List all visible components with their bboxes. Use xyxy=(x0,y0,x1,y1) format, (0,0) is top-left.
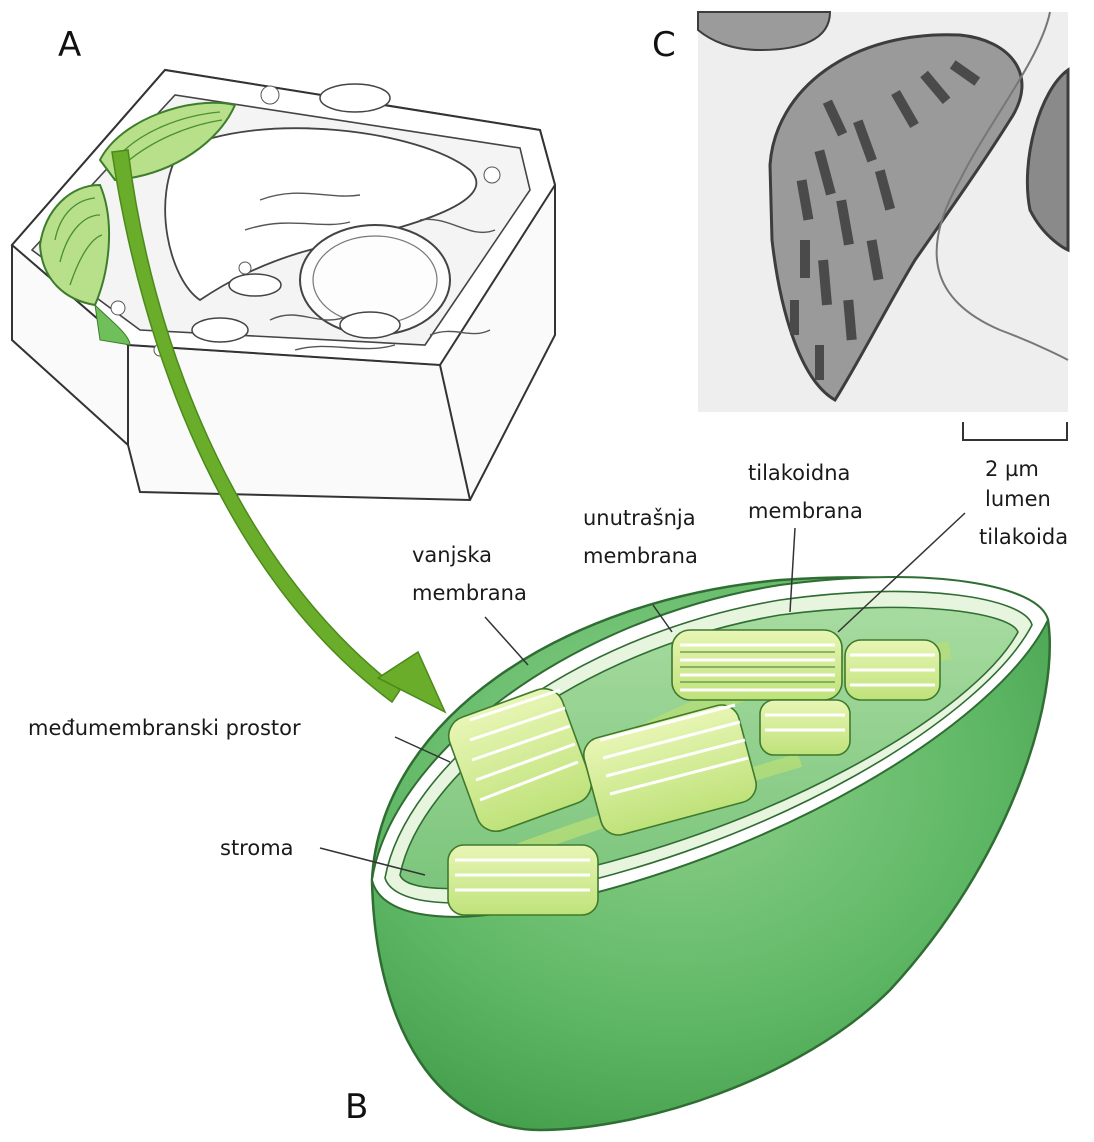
scale-bar-label: 2 µm xyxy=(985,457,1039,481)
label-inner-membrane-2: membrana xyxy=(583,544,698,568)
label-outer-membrane-1: vanjska xyxy=(412,543,492,567)
panel-label-c: C xyxy=(652,25,676,65)
electron-micrograph xyxy=(698,12,1068,412)
plant-cell-illustration xyxy=(12,70,555,500)
panel-label-a: A xyxy=(58,25,81,65)
panel-label-b: B xyxy=(345,1087,368,1127)
label-inner-membrane-1: unutrašnja xyxy=(583,506,696,530)
label-outer-membrane-2: membrana xyxy=(412,581,527,605)
label-thylakoid-lumen-2: tilakoida xyxy=(979,525,1068,549)
granum-stack xyxy=(760,700,850,755)
granum-stack xyxy=(672,630,842,700)
label-thylakoid-membrane-1: tilakoidna xyxy=(748,461,850,485)
label-stroma: stroma xyxy=(220,836,294,860)
chloroplast-3d-model xyxy=(372,577,1050,1130)
label-thylakoid-membrane-2: membrana xyxy=(748,499,863,523)
label-thylakoid-lumen-1: lumen xyxy=(985,487,1051,511)
granum-stack xyxy=(845,640,940,700)
label-intermembrane-space: međumembranski prostor xyxy=(28,716,301,740)
granum-stack xyxy=(448,845,598,915)
scale-bar xyxy=(963,422,1067,440)
